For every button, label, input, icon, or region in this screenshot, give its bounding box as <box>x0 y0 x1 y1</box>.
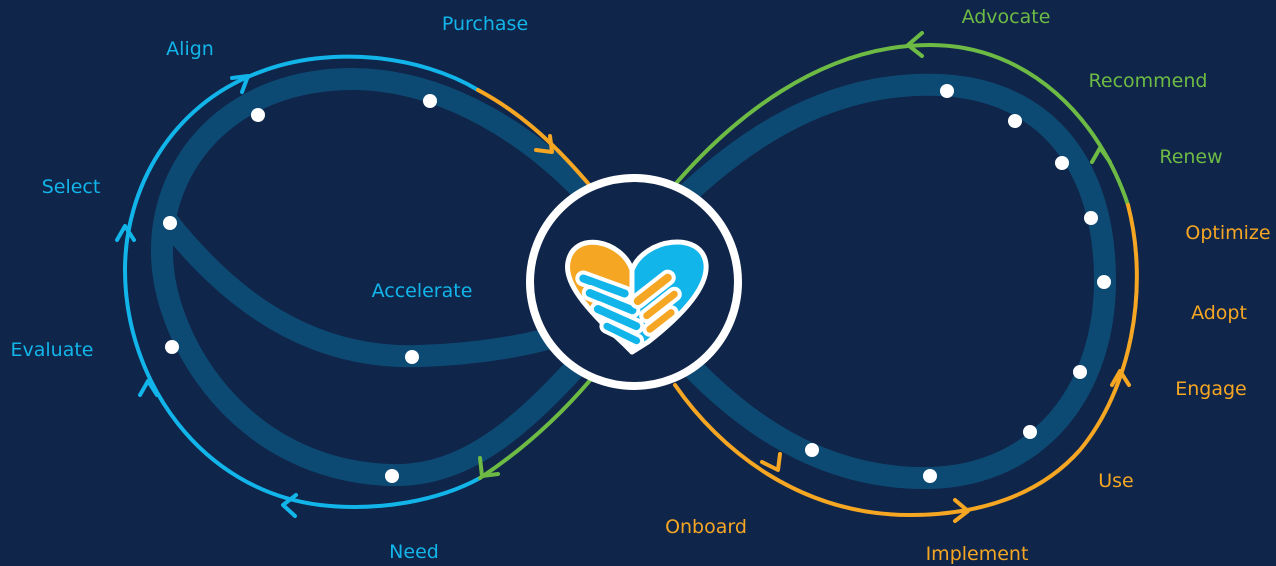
arrow-renew <box>1090 146 1112 164</box>
arrow-select <box>115 224 136 242</box>
label-optimize: Optimize <box>1185 222 1271 244</box>
handshake-heart-icon <box>565 239 709 355</box>
dot-evaluate <box>165 340 179 354</box>
label-purchase: Purchase <box>441 13 529 35</box>
label-advocate: Advocate <box>961 6 1051 28</box>
outer-arc-green-right <box>670 42 1130 207</box>
label-use: Use <box>1098 470 1134 492</box>
label-align: Align <box>166 38 214 60</box>
arrow-advocate <box>906 31 924 58</box>
dot-adopt <box>1097 275 1111 289</box>
label-evaluate: Evaluate <box>10 339 94 361</box>
dot-accelerate <box>405 350 419 364</box>
dot-align <box>251 108 265 122</box>
label-accelerate: Accelerate <box>371 280 473 302</box>
label-onboard: Onboard <box>665 516 747 538</box>
dot-need <box>385 469 399 483</box>
label-adopt: Adopt <box>1191 302 1247 324</box>
arrow-align <box>230 74 250 94</box>
label-engage: Engage <box>1175 378 1247 400</box>
outer-arc-green-bottom <box>478 376 594 480</box>
arrow-engage <box>1110 369 1131 387</box>
outer-arc-blue <box>122 54 482 509</box>
arrow-onboard <box>760 452 782 472</box>
dot-onboard <box>805 443 819 457</box>
arrow-accelerate-out <box>478 456 500 478</box>
dot-select <box>163 216 177 230</box>
inner-track-left <box>150 68 611 487</box>
arrow-purchase <box>534 134 554 154</box>
dot-advocate <box>940 84 954 98</box>
outer-arc-orange-right <box>673 203 1139 518</box>
dot-engage <box>1073 365 1087 379</box>
dot-renew <box>1055 156 1069 170</box>
label-need: Need <box>389 541 439 563</box>
arrow-need <box>281 493 298 518</box>
label-select: Select <box>41 176 101 198</box>
dot-purchase <box>423 94 437 108</box>
dot-optimize <box>1084 211 1098 225</box>
dot-implement <box>923 469 937 483</box>
arrow-evaluate <box>138 379 159 397</box>
dot-use <box>1023 425 1037 439</box>
dot-recommend <box>1008 114 1022 128</box>
outer-arc-orange-top <box>476 88 594 190</box>
label-recommend: Recommend <box>1088 70 1208 92</box>
arrow-implement <box>953 498 970 523</box>
inner-track-accelerate <box>157 211 571 368</box>
label-renew: Renew <box>1159 146 1223 168</box>
label-implement: Implement <box>925 543 1029 565</box>
